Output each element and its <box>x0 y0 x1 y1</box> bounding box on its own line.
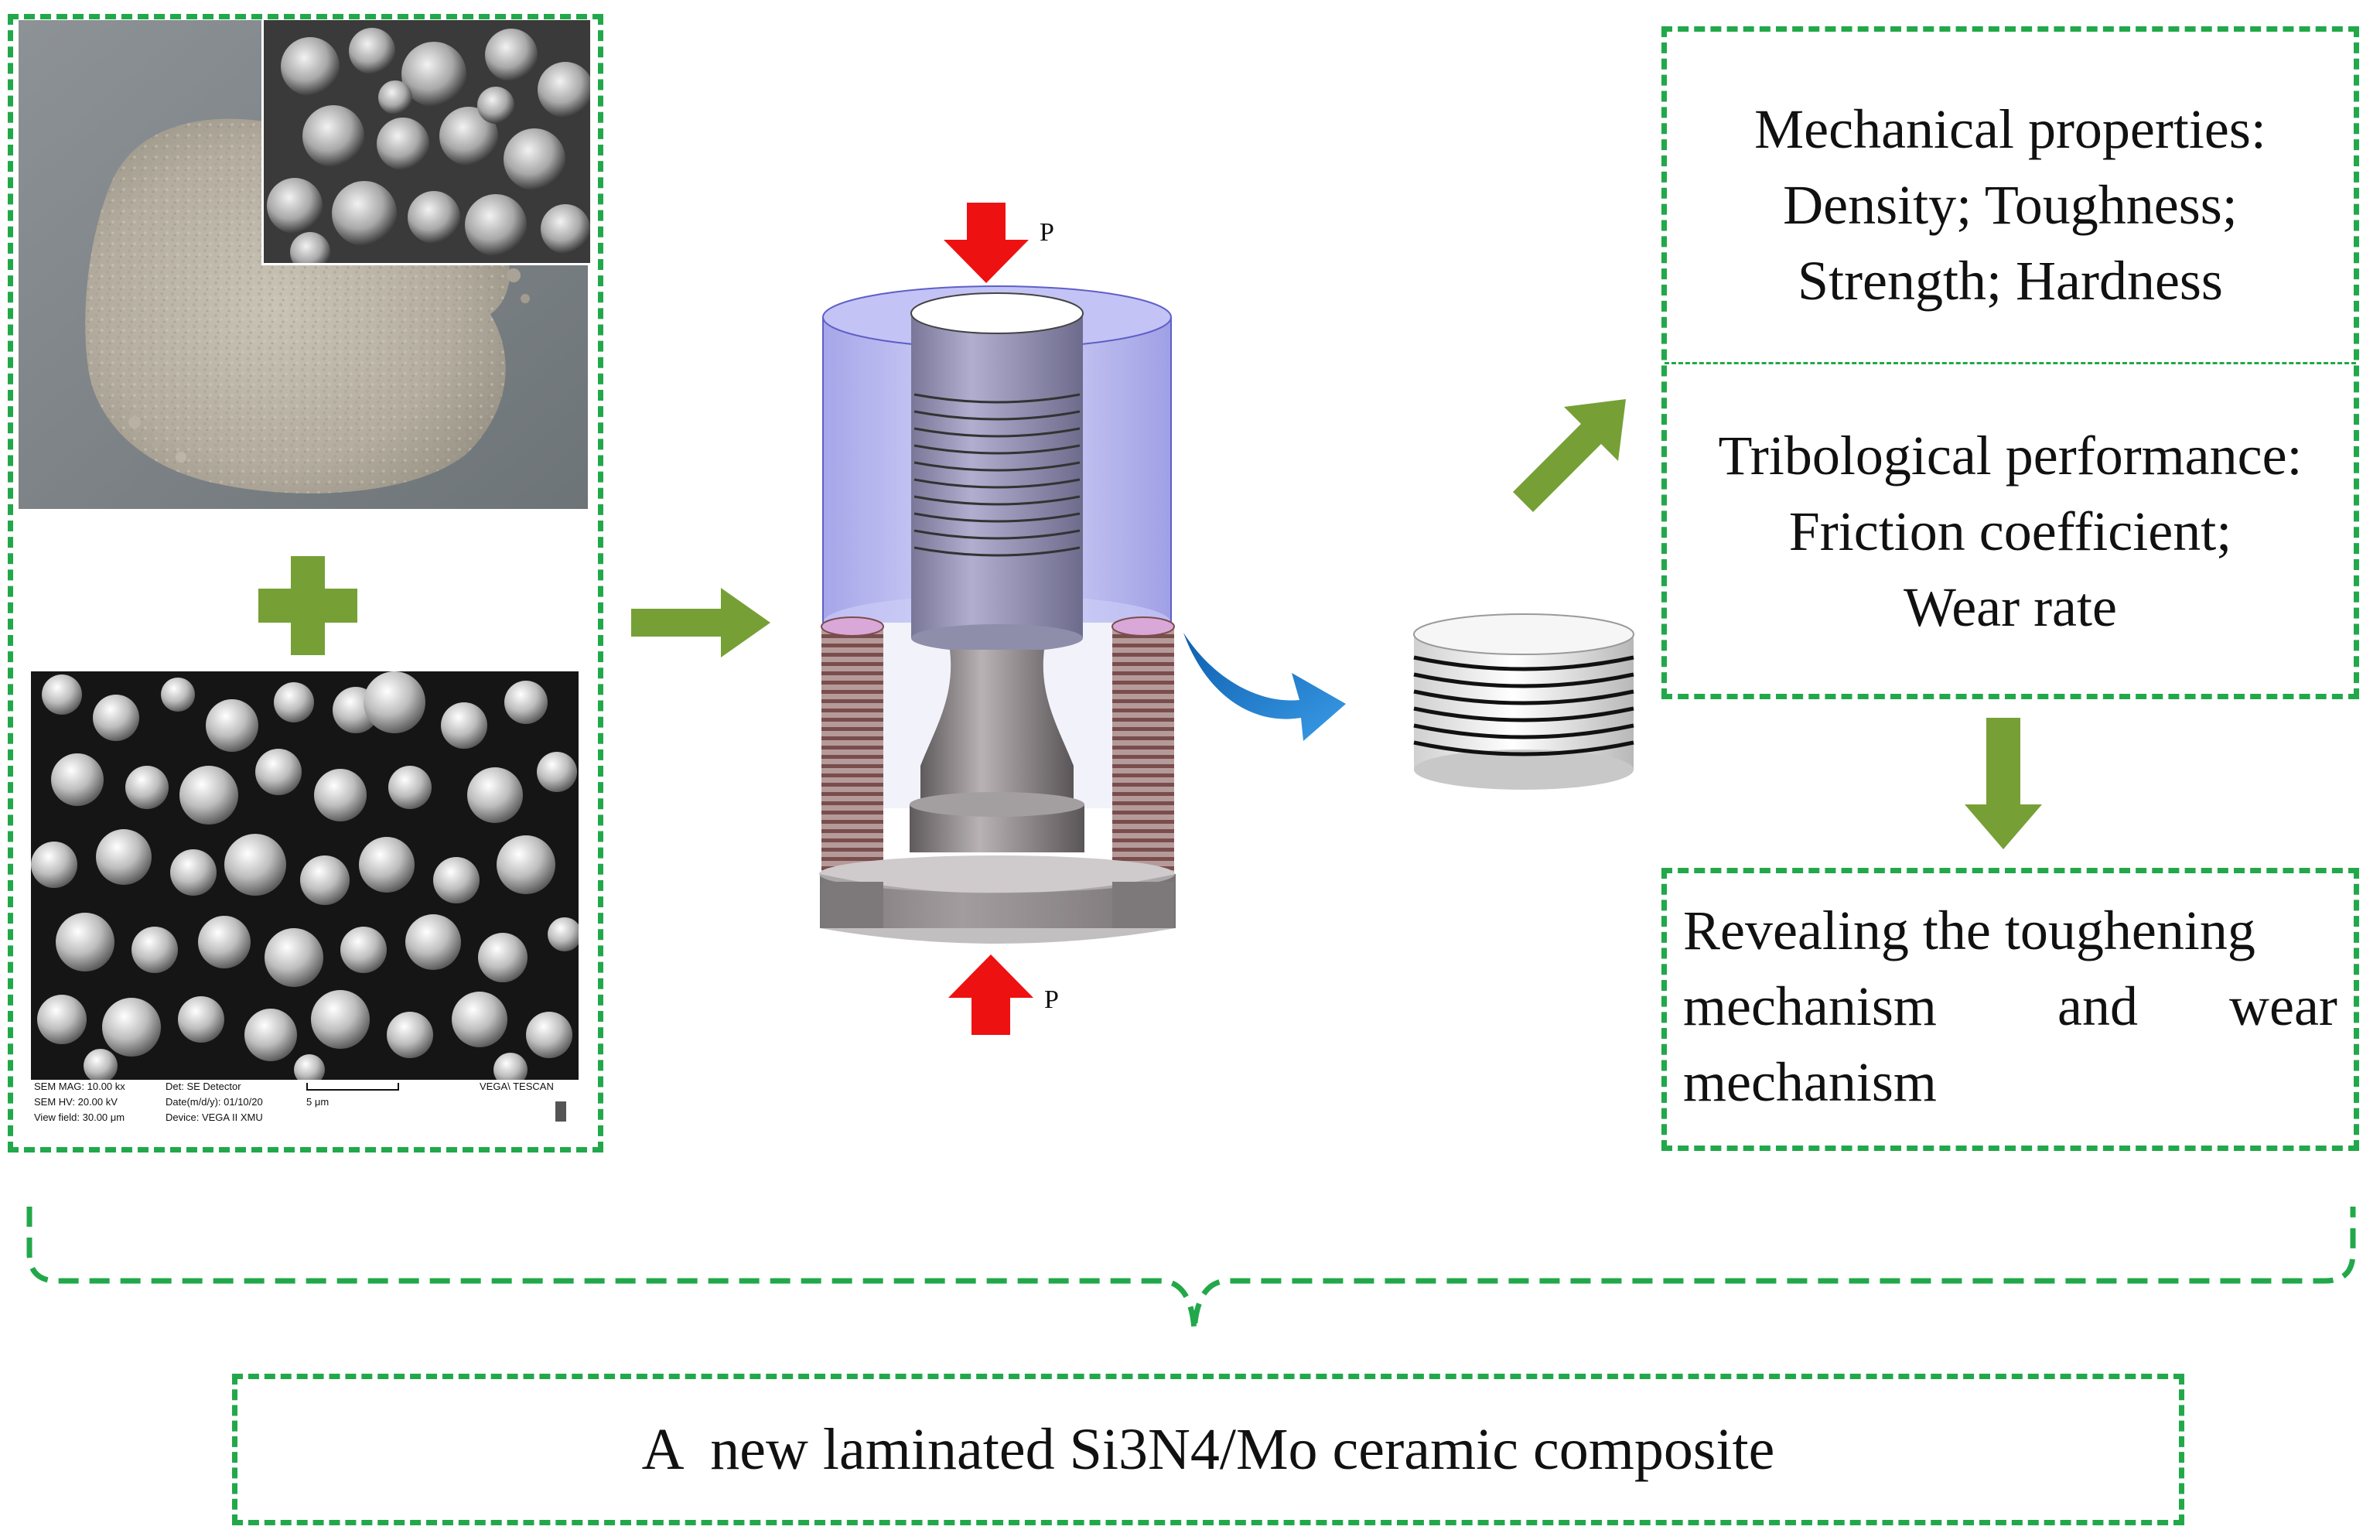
sem-hv: SEM HV: 20.00 kV <box>34 1096 118 1108</box>
tribological-title: Tribological performance: <box>1718 425 2303 487</box>
arrow-up-right <box>1513 399 1626 512</box>
results-box <box>1661 26 2359 699</box>
press-arrow-bottom <box>948 954 1033 1035</box>
sem-device: Device: VEGA II XMU <box>166 1111 263 1123</box>
sem-scale-bar <box>306 1083 399 1091</box>
sem-date: Date(m/d/y): 01/10/20 <box>166 1096 263 1108</box>
mechanical-properties-title: Mechanical properties: <box>1754 98 2266 160</box>
curved-arrow-blue <box>1183 633 1346 741</box>
mechanism-line2-c: wear <box>2229 975 2337 1037</box>
sem-detector: Det: SE Detector <box>166 1081 241 1092</box>
sem-view-field: View field: 30.00 μm <box>34 1111 125 1123</box>
mechanism-line3: mechanism <box>1683 1051 1937 1113</box>
sem-scale-label: 5 μm <box>306 1096 330 1108</box>
plus-icon <box>258 556 357 655</box>
press-arrow-top <box>944 203 1029 283</box>
si3n4-sem-inset <box>261 20 590 265</box>
pressure-label-bottom: P <box>1044 985 1059 1014</box>
sem-mag: SEM MAG: 10.00 kx <box>34 1081 125 1092</box>
arrow-down <box>1965 718 2042 849</box>
mechanism-line2-b: and <box>2057 975 2138 1037</box>
mechanical-properties-line3: Strength; Hardness <box>1798 250 2223 312</box>
conclusion-box <box>232 1374 2184 1525</box>
pressure-label-top: P <box>1040 218 1054 247</box>
results-divider <box>1665 362 2356 364</box>
mechanism-line2-a: mechanism <box>1683 975 1937 1037</box>
arrow-right-1 <box>631 588 770 657</box>
mechanical-properties-line2: Density; Toughness; <box>1783 174 2238 236</box>
tribological-line2: Friction coefficient; <box>1788 500 2232 562</box>
laminated-disc <box>1413 613 1634 790</box>
mechanism-line1: Revealing the toughening <box>1683 900 2255 961</box>
mechanism-box <box>1661 868 2359 1151</box>
powder-panel <box>8 14 603 1152</box>
tribological-line3: Wear rate <box>1904 576 2117 638</box>
sem-logo <box>555 1101 566 1122</box>
grouping-brace <box>26 1207 2356 1331</box>
mo-sem-image <box>31 671 579 1129</box>
conclusion-text: A new laminated Si3N4/Mo ceramic composi… <box>641 1417 1775 1482</box>
hot-press-mold <box>819 285 1176 944</box>
sem-brand: VEGA\ TESCAN <box>480 1081 554 1092</box>
